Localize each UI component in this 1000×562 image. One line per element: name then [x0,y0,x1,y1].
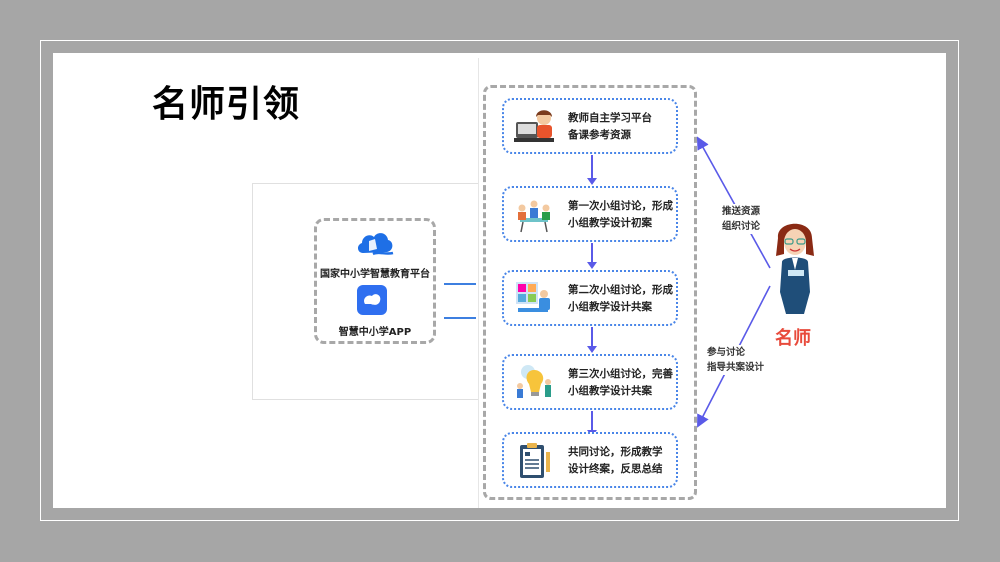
step-2-line-2: 小组教学设计初案 [568,217,652,229]
platform-label-national: 国家中小学智慧教育平台 [320,269,430,280]
flow-arrow-4 [587,411,597,437]
teacher-lower-label: 参与讨论 指导共案设计 [707,345,765,375]
upper-label-line-2: 组织讨论 [722,221,761,232]
step-2-line-1: 第一次小组讨论，形成 [568,200,673,212]
cloud-logo-icon [357,233,394,256]
teacher-computer-icon [514,110,554,142]
step-1-line-1: 教师自主学习平台 [568,112,652,124]
slide-frame [40,40,959,521]
upper-label-line-1: 推送资源 [722,206,761,217]
clipboard-icon [520,443,550,478]
platform-label-app: 智慧中小学APP [338,327,412,338]
teacher-upper-label: 推送资源 组织讨论 [722,204,761,234]
step-5-line-1: 共同讨论，形成教学 [568,446,663,458]
lower-label-line-2: 指导共案设计 [707,362,765,373]
flow-arrow-2 [587,243,597,269]
platform-panel [252,183,478,400]
step-5-line-2: 设计终案，反思总结 [568,463,663,475]
app-logo-icon [357,285,387,315]
step-4-line-2: 小组教学设计共案 [568,385,652,397]
teacher-avatar-icon [776,223,814,314]
lightbulb-team-icon [517,365,551,398]
flow-step-1: 教师自主学习平台 备课参考资源 [502,98,678,154]
video-conference-icon [516,282,550,312]
step-3-line-2: 小组教学设计共案 [568,301,652,313]
step-4-line-1: 第三次小组讨论，完善 [568,368,673,380]
flow-arrow-3 [587,327,597,353]
slide-title: 名师引领 [152,84,301,125]
step-1-line-2: 备课参考资源 [568,129,631,141]
teacher-name: 名师 [775,328,811,349]
divider-line [478,58,479,508]
flow-step-4: 第三次小组讨论，完善 小组教学设计共案 [502,354,678,410]
flow-arrow-1 [587,155,597,185]
lower-label-line-1: 参与讨论 [707,347,746,358]
arrow-from-flow [444,317,476,319]
flow-container [483,85,697,500]
arrow-to-flow [444,283,476,285]
flow-step-3: 第二次小组讨论，形成 小组教学设计共案 [502,270,678,326]
step-3-line-1: 第二次小组讨论，形成 [568,284,673,296]
group-meeting-icon [518,200,550,233]
flow-step-2: 第一次小组讨论，形成 小组教学设计初案 [502,186,678,242]
platform-box: 国家中小学智慧教育平台 智慧中小学APP [314,218,436,344]
flow-step-5: 共同讨论，形成教学 设计终案，反思总结 [502,432,678,488]
